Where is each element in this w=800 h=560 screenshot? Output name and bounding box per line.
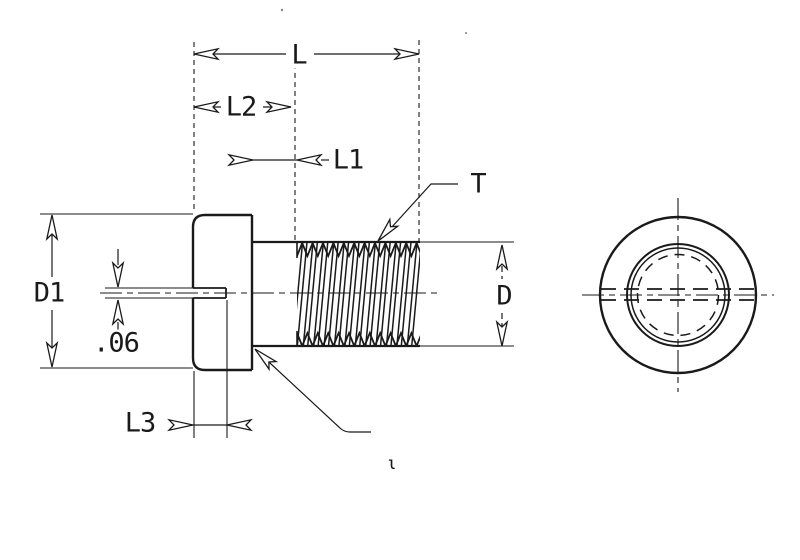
endview-major-dia-outer: [626, 243, 730, 347]
arrow-D1-top: [45, 214, 59, 241]
thread-flank-line: [317, 242, 329, 346]
dim-label-thread-diameter: D: [494, 280, 514, 312]
thread-flank-line: [365, 242, 377, 346]
dim-label-overall-length: L: [289, 39, 309, 71]
thread-flank-line: [369, 242, 381, 346]
thread-flank-lines: [297, 242, 420, 346]
arrow-D1-bottom: [45, 341, 59, 368]
thread-flank-line: [344, 242, 356, 346]
leader-thread-callout: [380, 183, 458, 240]
thread-flank-line: [390, 242, 402, 346]
dim-label-slot-width: .06: [91, 327, 141, 359]
endview-minor-dia-hidden: [636, 253, 720, 337]
paper-speck-1: [280, 8, 284, 12]
arrow-D-top: [495, 244, 509, 271]
arrow-slot-width-top: [111, 261, 125, 288]
thread-flank-line: [323, 242, 335, 346]
head-outline-lower-left: [191, 298, 252, 372]
thread-flank-line: [348, 242, 360, 346]
head-outline-upper-left: [191, 213, 252, 288]
leader-fillet: [256, 350, 371, 433]
dim-label-shank-length: L1: [330, 144, 366, 176]
dim-label-length-to-thread: L2: [223, 91, 259, 123]
arrow-L-left: [193, 47, 220, 61]
thread-flank-line: [359, 242, 371, 346]
thread-crest-zigzag-top: [297, 242, 420, 259]
arrow-fillet-leader: [254, 348, 279, 372]
dim-label-head-diameter: D1: [31, 277, 67, 309]
arrow-L2-right: [265, 100, 292, 114]
thread-flank-line: [297, 242, 308, 346]
arrow-L-right: [393, 47, 420, 61]
thread-flank-line: [411, 248, 420, 346]
arrow-D-bottom: [495, 320, 509, 347]
dim-label-slot-depth: L3: [122, 407, 158, 439]
thread-crest-zigzag-bottom: [297, 330, 420, 346]
arrow-L1-left: [227, 153, 254, 167]
thread-flank-line: [406, 242, 418, 346]
arrow-L3-left: [167, 418, 194, 432]
arrow-L3-right: [226, 418, 253, 432]
thread-flank-line: [313, 242, 325, 346]
stray-pen-mark: ι: [386, 453, 397, 474]
thread-flank-line: [354, 242, 366, 346]
dim-label-thread-callout: T: [468, 168, 488, 200]
thread-flank-line: [338, 242, 350, 346]
thread-flank-line: [396, 242, 408, 346]
thread-flank-line: [385, 242, 397, 346]
thread-flank-line: [400, 242, 412, 346]
arrow-slot-width-bottom: [111, 299, 125, 326]
paper-speck-2: [465, 32, 467, 34]
endview-head-circle: [598, 215, 758, 375]
thread-flank-line: [327, 242, 339, 346]
thread-flank-line: [375, 242, 387, 346]
thread-flank-line: [297, 242, 304, 311]
arrow-L1-right: [296, 153, 323, 167]
thread-flank-line: [307, 242, 319, 346]
arrow-thread-leader: [377, 217, 400, 242]
thread-flank-line: [333, 242, 345, 346]
arrow-L2-left: [193, 100, 220, 114]
thread-flank-line: [302, 242, 314, 346]
endview-major-dia-inner: [630, 247, 726, 343]
thread-flank-line: [379, 242, 391, 346]
